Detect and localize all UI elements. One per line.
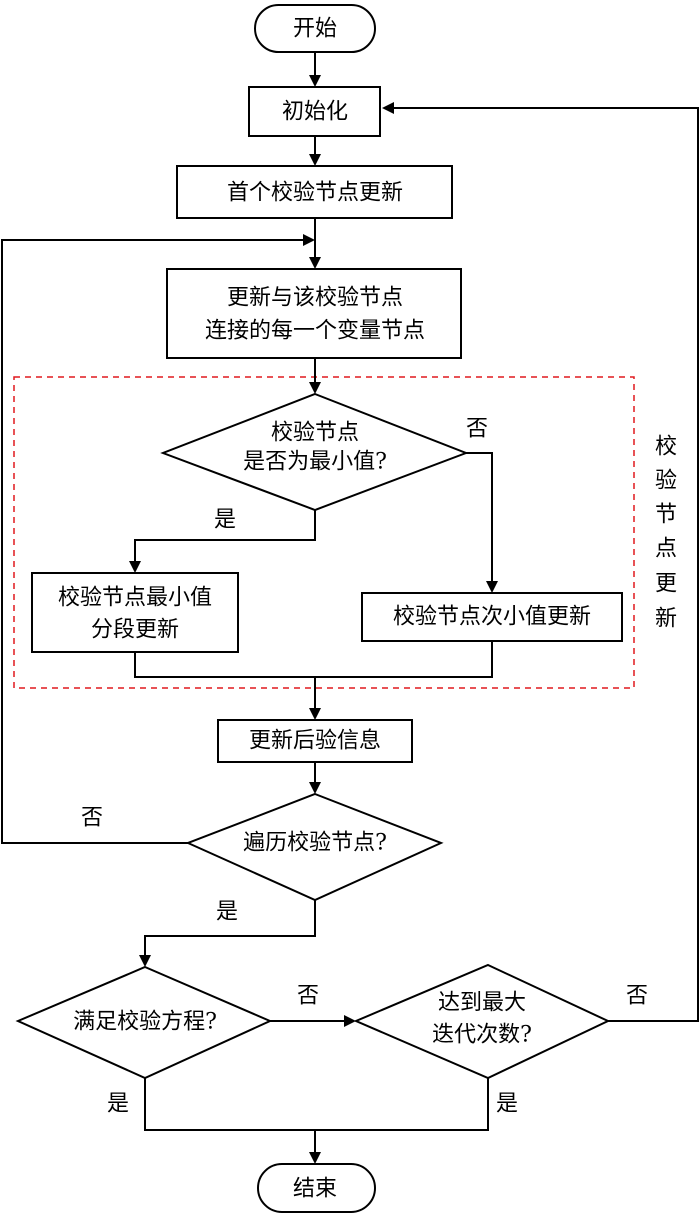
arrow-loop-back <box>303 234 315 246</box>
arrow-to-end <box>309 1152 321 1164</box>
group-label-char-6: 新 <box>655 607 677 632</box>
group-label: 校 验 节 点 更 新 <box>655 435 677 632</box>
first-check-update-box <box>176 165 453 219</box>
start-label: 开始 <box>293 17 337 42</box>
group-label-char-1: 校 <box>655 435 677 460</box>
is-min-line-1: 校验节点 <box>271 421 359 446</box>
connectors <box>1 52 699 1155</box>
first-check-update-label: 首个校验节点更新 <box>227 181 403 206</box>
end-node: 结束 <box>257 1163 376 1213</box>
maxiter-no-label: 否 <box>626 984 648 1009</box>
start-node: 开始 <box>254 4 376 53</box>
second-min-update-label: 校验节点次小值更新 <box>393 605 591 630</box>
arrow-to-update <box>309 257 321 269</box>
ismin-yes-label: 是 <box>214 508 236 533</box>
arrow-to-init <box>309 75 321 87</box>
end-label: 结束 <box>293 1177 337 1202</box>
max-iter-decision: 达到最大 迭代次数? <box>353 963 611 1080</box>
arrow-to-init-loop <box>382 102 394 114</box>
check-node-update-group <box>13 376 635 689</box>
edge-traverse-yes <box>144 900 316 958</box>
edge-traverse-no <box>1 239 305 844</box>
max-iter-line-1: 达到最大 <box>438 991 526 1016</box>
init-box <box>248 86 381 137</box>
group-label-char-3: 节 <box>655 503 677 528</box>
edge-ismin-no <box>466 452 493 584</box>
update-vars-line-2: 连接的每一个变量节点 <box>205 319 425 344</box>
arrow-to-ismin <box>309 382 321 394</box>
ismin-no-label: 否 <box>466 417 488 442</box>
arrow-to-second-min <box>486 581 498 593</box>
traverse-label: 遍历校验节点? <box>243 831 387 856</box>
traverse-yes-label: 是 <box>216 900 238 925</box>
min-update-box <box>31 572 239 653</box>
max-iter-diamond <box>353 963 611 1080</box>
update-vars-line-1: 更新与该校验节点 <box>227 286 403 311</box>
traverse-no-label: 否 <box>81 806 103 831</box>
is-min-diamond <box>160 392 469 512</box>
min-update-node: 校验节点最小值 分段更新 <box>31 572 239 653</box>
update-posterior-box <box>217 719 413 763</box>
is-min-decision: 校验节点 是否为最小值? <box>160 392 469 512</box>
group-label-char-2: 验 <box>655 469 677 494</box>
traverse-decision: 遍历校验节点? <box>185 792 444 902</box>
arrow-to-maxiter <box>344 1015 356 1027</box>
init-label: 初始化 <box>282 100 348 125</box>
arrow-to-min-update <box>129 561 141 573</box>
arrow-to-posterior <box>309 708 321 720</box>
update-posterior-node: 更新后验信息 <box>217 719 413 763</box>
min-update-line-2: 分段更新 <box>91 618 179 643</box>
satisfy-diamond <box>15 965 273 1080</box>
update-posterior-label: 更新后验信息 <box>249 729 381 754</box>
second-min-update-box <box>361 592 623 642</box>
update-vars-node: 更新与该校验节点 连接的每一个变量节点 <box>166 268 462 359</box>
update-vars-box <box>166 268 462 359</box>
edge-merge <box>134 641 493 678</box>
arrow-to-first <box>309 154 321 166</box>
edge-ismin-yes <box>134 510 316 564</box>
max-iter-line-2: 迭代次数? <box>432 1023 532 1048</box>
satisfy-no-label: 否 <box>297 984 319 1009</box>
arrow-to-satisfy <box>139 955 151 967</box>
start-shape <box>254 4 376 53</box>
first-check-update-node: 首个校验节点更新 <box>176 165 453 219</box>
group-label-char-5: 更 <box>655 572 677 597</box>
is-min-line-2: 是否为最小值? <box>243 450 387 475</box>
second-min-update-node: 校验节点次小值更新 <box>361 592 623 642</box>
edge-yes-merge <box>144 1078 489 1131</box>
satisfy-decision: 满足校验方程? <box>15 965 273 1080</box>
maxiter-yes-label: 是 <box>496 1092 518 1117</box>
group-label-char-4: 点 <box>655 537 677 562</box>
edge-labels: 否 是 否 是 否 否 是 是 <box>81 417 648 1117</box>
traverse-diamond <box>185 792 444 902</box>
satisfy-label: 满足校验方程? <box>73 1010 217 1035</box>
min-update-line-1: 校验节点最小值 <box>58 586 212 611</box>
end-shape <box>257 1163 376 1213</box>
init-node: 初始化 <box>248 86 381 137</box>
arrow-to-traverse <box>309 782 321 794</box>
satisfy-yes-label: 是 <box>107 1092 129 1117</box>
edge-maxiter-no <box>391 107 699 1022</box>
arrowheads <box>129 75 498 1164</box>
